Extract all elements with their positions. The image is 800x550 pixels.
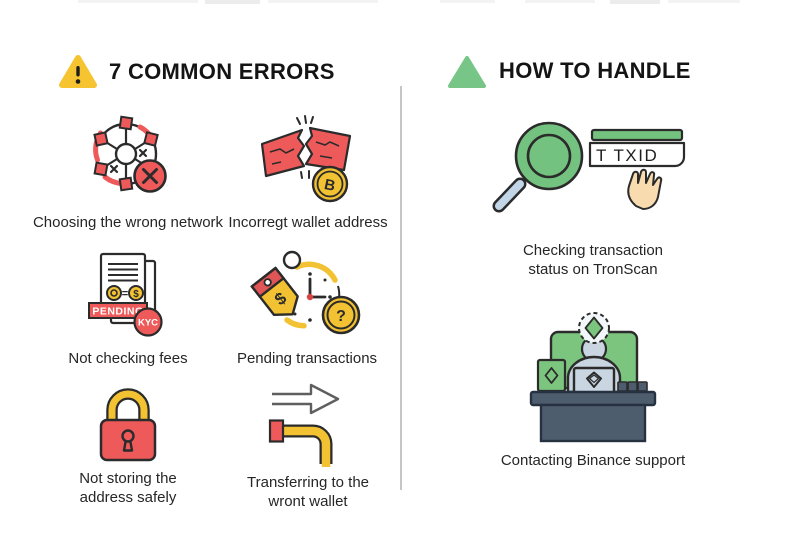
item-caption: Incorregt wallet address bbox=[228, 214, 388, 231]
transfer-pipe-arrow-icon bbox=[268, 383, 339, 467]
bitcoin-letter: B bbox=[323, 176, 337, 195]
item-caption: Checking transaction status on TronScan bbox=[522, 242, 664, 278]
question-coin-symbol: ? bbox=[336, 308, 346, 325]
txid-field-text: T TXID bbox=[596, 146, 658, 165]
item-caption: Contacting Binance support bbox=[500, 452, 686, 469]
errors-heading-text: 7 COMMON ERRORS bbox=[109, 59, 335, 84]
kyc-stamp: KYC bbox=[137, 318, 157, 329]
handle-item-binance: Contacting Binance support bbox=[468, 296, 718, 470]
errors-heading: 7 COMMON ERRORS bbox=[58, 54, 335, 90]
column-divider bbox=[400, 86, 402, 490]
item-caption: Pending transactions bbox=[236, 350, 378, 367]
item-caption: Transferring to the wront wallet bbox=[247, 474, 369, 510]
wrong-network-icon bbox=[93, 115, 167, 193]
handle-heading-text: HOW TO HANDLE bbox=[499, 58, 691, 83]
error-item-transfer: Transferring to the wront wallet bbox=[222, 376, 394, 511]
handle-heading: HOW TO HANDLE bbox=[446, 52, 691, 90]
item-caption: Not storing the address safely bbox=[79, 470, 177, 506]
error-item-incorrect-address: B Incorregt wallet address bbox=[222, 104, 394, 232]
error-item-fees: = $ PENDING KYC Not checking fees bbox=[28, 244, 228, 368]
padlock-icon bbox=[99, 388, 157, 462]
warning-triangle-icon bbox=[59, 55, 97, 88]
pending-clock-tag-icon: $ ? bbox=[250, 250, 361, 335]
error-item-lock: Not storing the address safely bbox=[28, 380, 228, 507]
txid-bar bbox=[590, 128, 683, 142]
equals-sign: = bbox=[121, 288, 127, 300]
support-desk-icon bbox=[529, 312, 657, 443]
dollar-sign: $ bbox=[133, 289, 139, 300]
item-caption: Not checking fees bbox=[68, 350, 188, 367]
pending-stamp: PENDING bbox=[92, 306, 143, 318]
green-triangle-icon bbox=[448, 56, 486, 88]
fees-document-icon: = $ PENDING KYC bbox=[87, 252, 163, 337]
handle-item-tronscan: T TXID Checking transaction status on Tr… bbox=[468, 104, 718, 279]
txid-field[interactable] bbox=[588, 141, 685, 168]
item-caption: Choosing the wrong network bbox=[32, 214, 224, 231]
error-item-pending: $ ? Pending transactions bbox=[218, 244, 396, 368]
torn-banknote-bitcoin-icon: B bbox=[260, 115, 352, 203]
hand-cursor-icon bbox=[626, 168, 662, 210]
tronscan-magnifier-icon: T TXID bbox=[492, 121, 685, 213]
error-item-wrong-network: Choosing the wrong network bbox=[28, 104, 228, 232]
